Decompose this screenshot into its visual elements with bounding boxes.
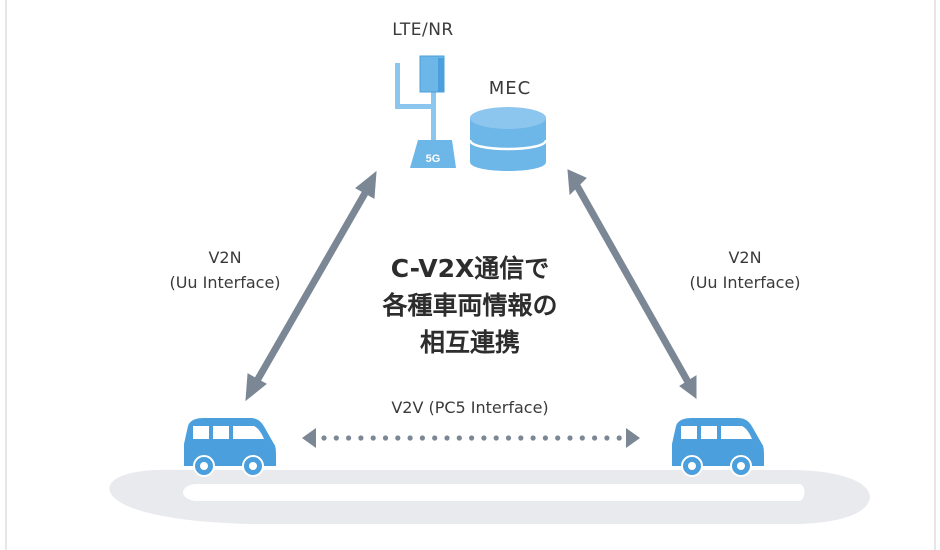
v2v-dot [346, 435, 352, 441]
tower-badge-text: 5G [426, 153, 441, 165]
database-icon [468, 107, 548, 171]
road-inner [182, 484, 805, 501]
v2n-left-label: V2N (Uu Interface) [140, 245, 310, 295]
v2v-dot [579, 435, 585, 441]
v2v-dot [333, 435, 339, 441]
v2v-dot [432, 435, 438, 441]
v2n-right-title: V2N [728, 248, 762, 267]
v2v-dot [469, 435, 475, 441]
v2n-right-label: V2N (Uu Interface) [650, 245, 840, 295]
v2v-dot [555, 435, 561, 441]
van-icon [184, 418, 276, 477]
v2n-left-arrow [245, 170, 377, 402]
v2v-dot [358, 435, 364, 441]
v2v-dot [616, 435, 622, 441]
v2v-dot [542, 435, 549, 441]
v2v-dot [481, 435, 487, 441]
diagram-frame [5, 0, 936, 550]
v2v-dot [567, 435, 573, 441]
v2v-dot [530, 435, 536, 441]
van-icon [672, 418, 764, 477]
arrowhead-bottom [679, 375, 697, 399]
v2v-arrow [302, 428, 640, 448]
title-line-3: 相互連携 [419, 328, 520, 357]
v2n-right-arrow [567, 169, 697, 399]
v2v-label: V2V (PC5 Interface) [391, 398, 549, 417]
arrowhead-bottom [245, 373, 267, 402]
diagram-title: C-V2X通信で 各種車両情報の 相互連携 [340, 250, 600, 361]
v2v-dot [419, 435, 425, 441]
arrowhead-top [567, 169, 587, 196]
v2v-dot [505, 435, 512, 441]
v2n-right-interface: (Uu Interface) [689, 273, 801, 292]
v2n-left-interface: (Uu Interface) [169, 273, 281, 292]
v2v-dot [370, 435, 376, 441]
cell-tower-icon: 5G [395, 55, 456, 168]
v2v-dot [444, 435, 450, 441]
v2v-dot [604, 435, 610, 441]
v2v-dot [395, 435, 401, 441]
title-line-1: C-V2X通信で [390, 254, 550, 283]
base-station-label: LTE/NR [392, 20, 454, 40]
arrowhead-top [355, 170, 377, 199]
v2v-dot [592, 435, 598, 441]
road [109, 469, 871, 524]
v2v-dot [321, 435, 327, 441]
v2v-dot [518, 435, 524, 441]
v2v-dot [456, 435, 462, 441]
title-line-2: 各種車両情報の [382, 291, 558, 320]
mec-label: MEC [488, 78, 532, 99]
v2v-dot [382, 435, 389, 441]
v2n-left-title: V2N [208, 248, 242, 267]
v2v-dot [407, 435, 413, 441]
v2v-dot [493, 435, 499, 441]
